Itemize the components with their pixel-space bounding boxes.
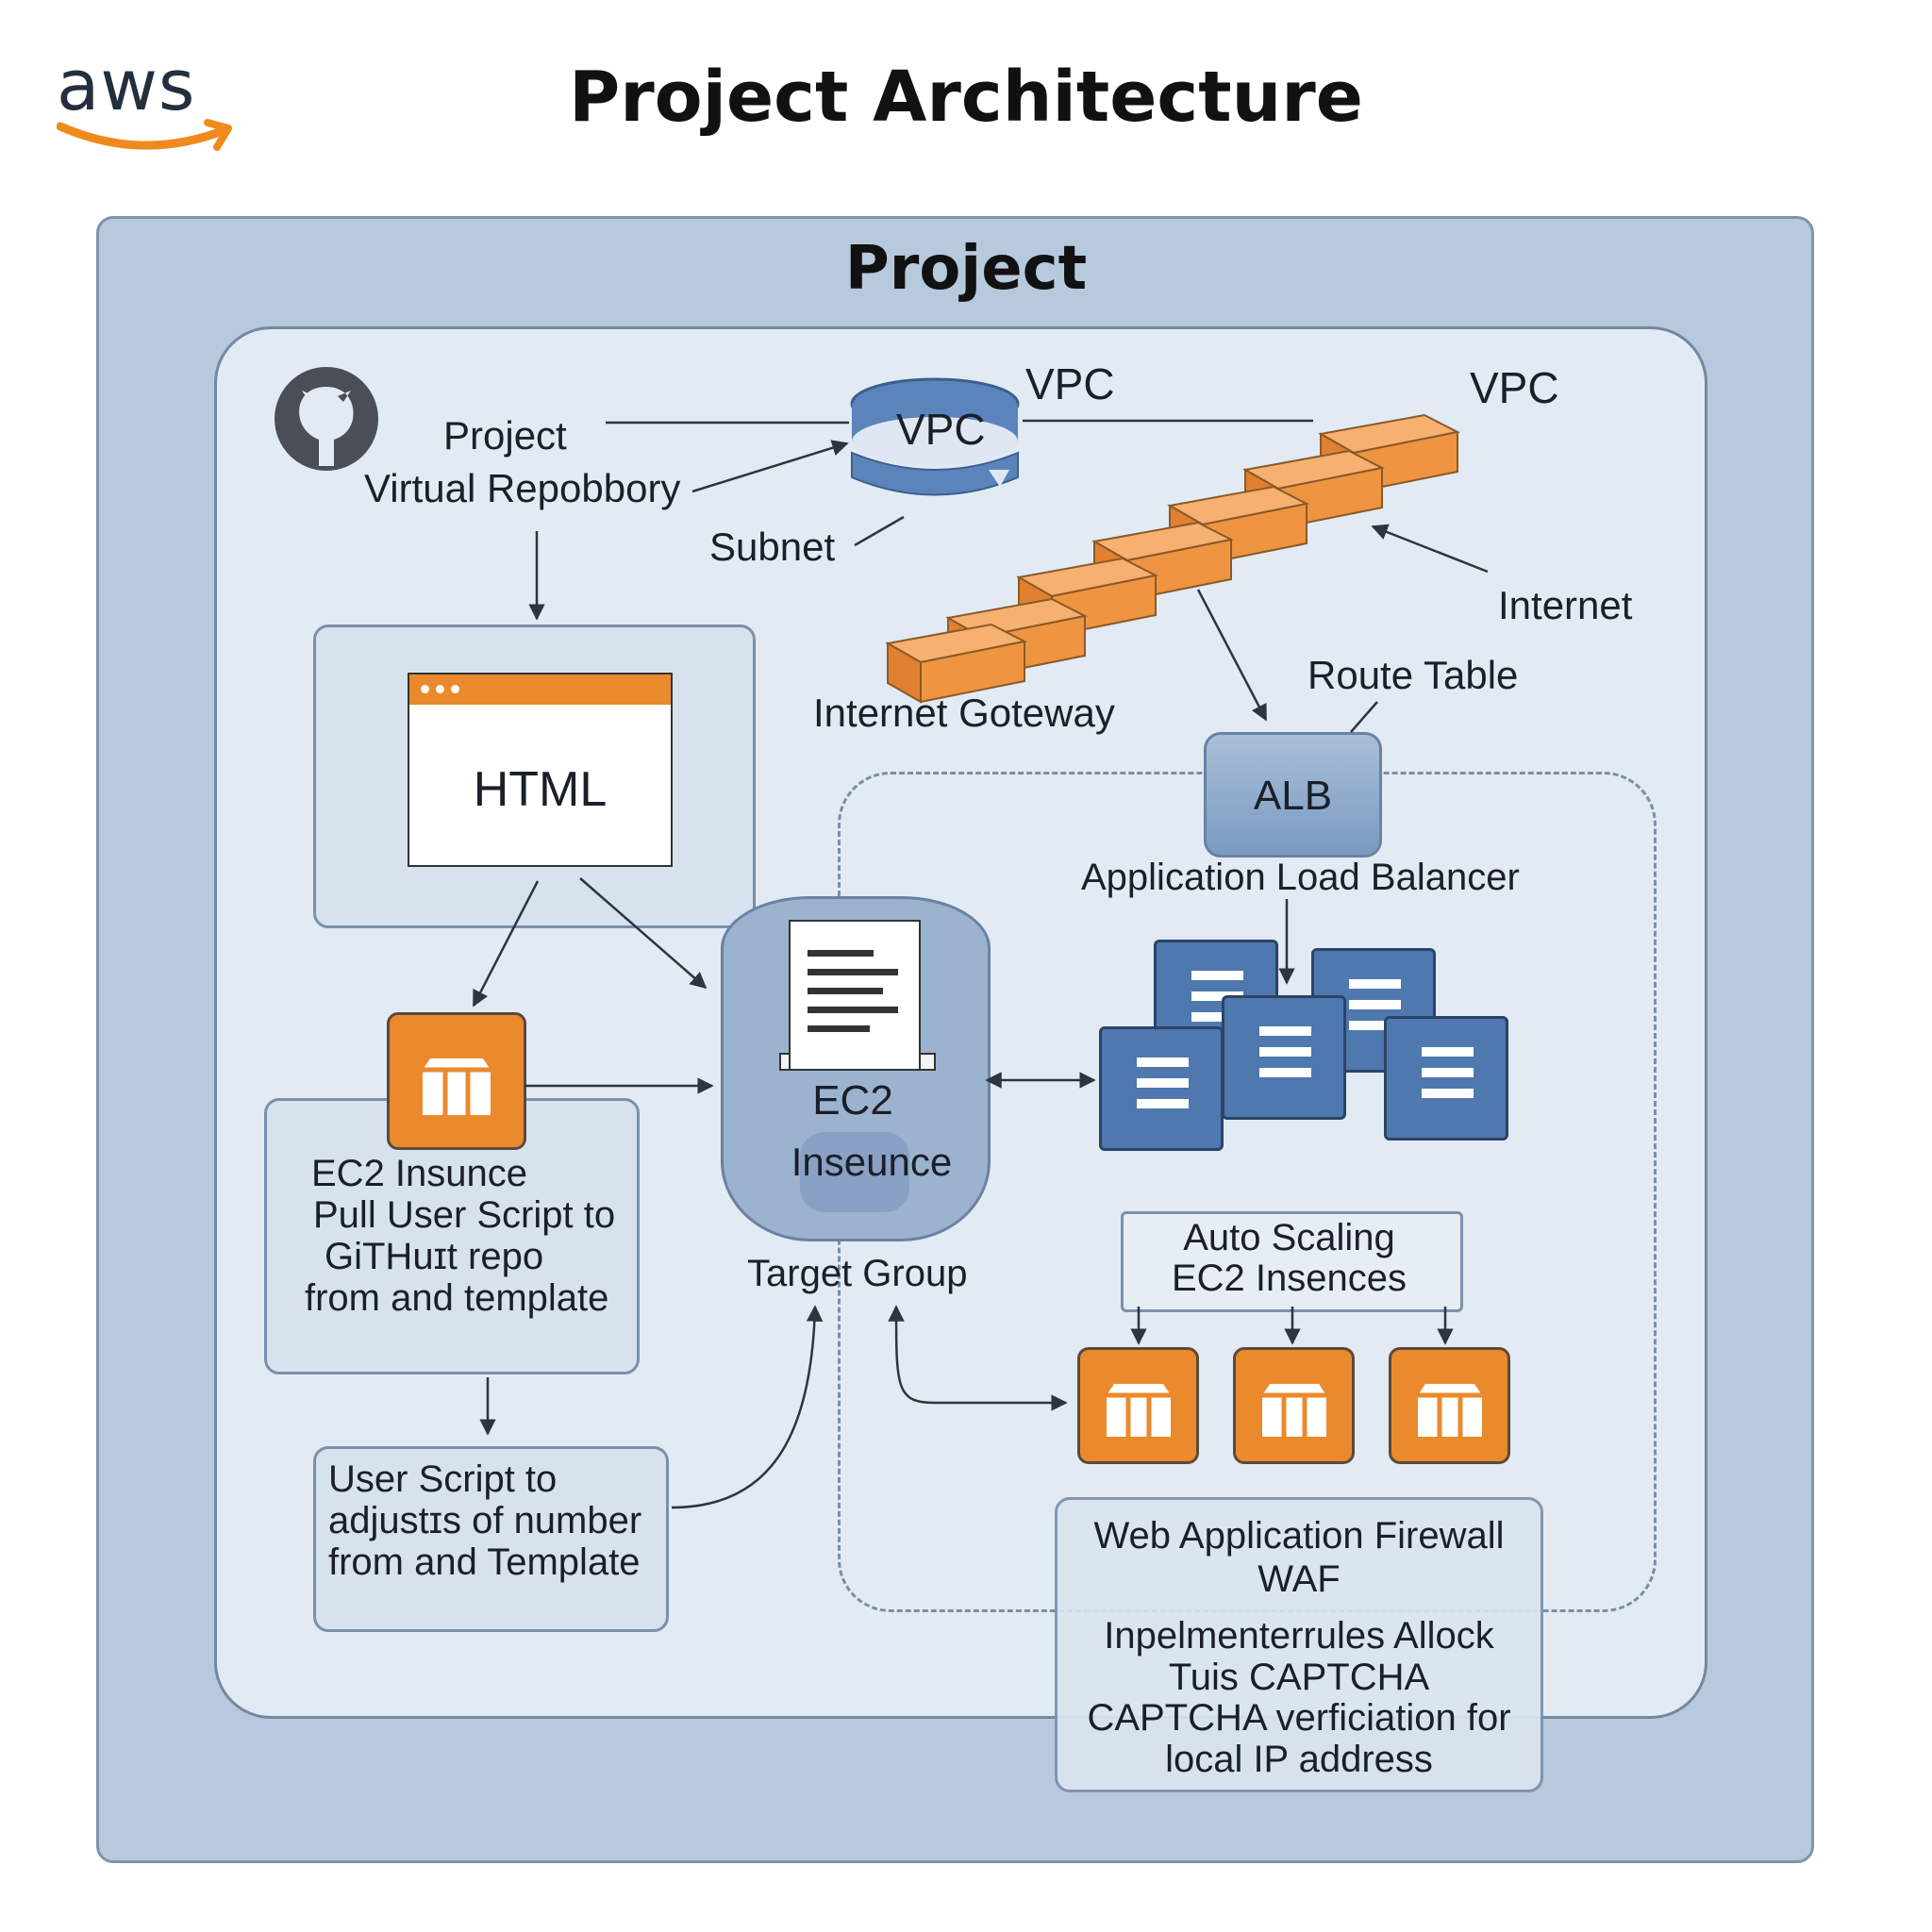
waf-line: CAPTCHA verficiation for — [1087, 1697, 1511, 1739]
aws-logo: aws — [57, 45, 232, 151]
waf-line: Tuis CAPTCHA — [1168, 1657, 1430, 1698]
auto-scaling-line: Auto Scaling — [1183, 1217, 1395, 1258]
ec2-instance-icon — [1077, 1347, 1199, 1464]
ec2-center-label-line2: Inseunce — [791, 1140, 953, 1184]
waf-line: WAF — [1257, 1558, 1341, 1600]
user-script-line: from and Template — [328, 1541, 641, 1583]
document-icon — [789, 920, 921, 1071]
aws-smile-arrow-icon — [57, 119, 232, 151]
internet-label: Internet — [1498, 583, 1633, 627]
server-stack-icon — [1099, 1026, 1224, 1151]
server-stack-icon — [1384, 1016, 1508, 1141]
waf-line: local IP address — [1165, 1739, 1433, 1780]
route-table-label: Route Table — [1307, 653, 1519, 697]
repo-label-line1: Project — [443, 413, 567, 458]
ec2-instance-icon — [1233, 1347, 1355, 1464]
waf-line: Web Application Firewall — [1093, 1515, 1505, 1557]
alb-box: ALB — [1204, 732, 1382, 858]
auto-scaling-line: EC2 Insences — [1171, 1257, 1407, 1299]
html-label: HTML — [473, 762, 608, 817]
ec2-instance-icon — [1389, 1347, 1510, 1464]
vpc-right-label: VPC — [1470, 363, 1559, 412]
internet-gateway-label: Internet Goteway — [813, 691, 1115, 735]
ec2-box-line: GiTHuɪt repo — [325, 1236, 544, 1277]
vpc-database-icon — [850, 377, 1020, 496]
html-window-icon: HTML — [408, 673, 673, 867]
target-group-label: Target Group — [747, 1253, 968, 1294]
alb-full-label: Application Load Balancer — [1081, 857, 1520, 898]
ec2-box-line: EC2 Insunce — [311, 1153, 528, 1194]
server-stack-icon — [1222, 995, 1346, 1120]
internet-gateway-blocks-icon — [885, 413, 1461, 704]
user-script-panel — [313, 1446, 669, 1632]
project-frame-title: Project — [844, 234, 1088, 304]
ec2-box-line: Pull User Script to — [313, 1194, 616, 1236]
github-icon — [275, 367, 378, 471]
ec2-base-bump — [800, 1132, 909, 1212]
alb-label: ALB — [1253, 773, 1333, 819]
subnet-label: Subnet — [709, 525, 836, 569]
repo-label-line2: Virtual Repobbory — [364, 466, 681, 510]
page-title: Project Architecture — [569, 57, 1363, 138]
ec2-center-label-line1: EC2 — [812, 1077, 893, 1124]
waf-panel — [1055, 1497, 1543, 1792]
vpc-icon-label: VPC — [896, 405, 986, 454]
waf-line: Inpelmenterrules Allock — [1104, 1615, 1494, 1657]
aws-logo-text: aws — [57, 45, 196, 126]
vpc-top-label: VPC — [1025, 359, 1115, 408]
ec2-box-line: from and template — [305, 1277, 609, 1319]
user-script-line: User Script to — [328, 1458, 558, 1500]
user-script-line: adjustɪs of number — [328, 1500, 642, 1541]
ec2-instance-icon — [387, 1012, 526, 1150]
